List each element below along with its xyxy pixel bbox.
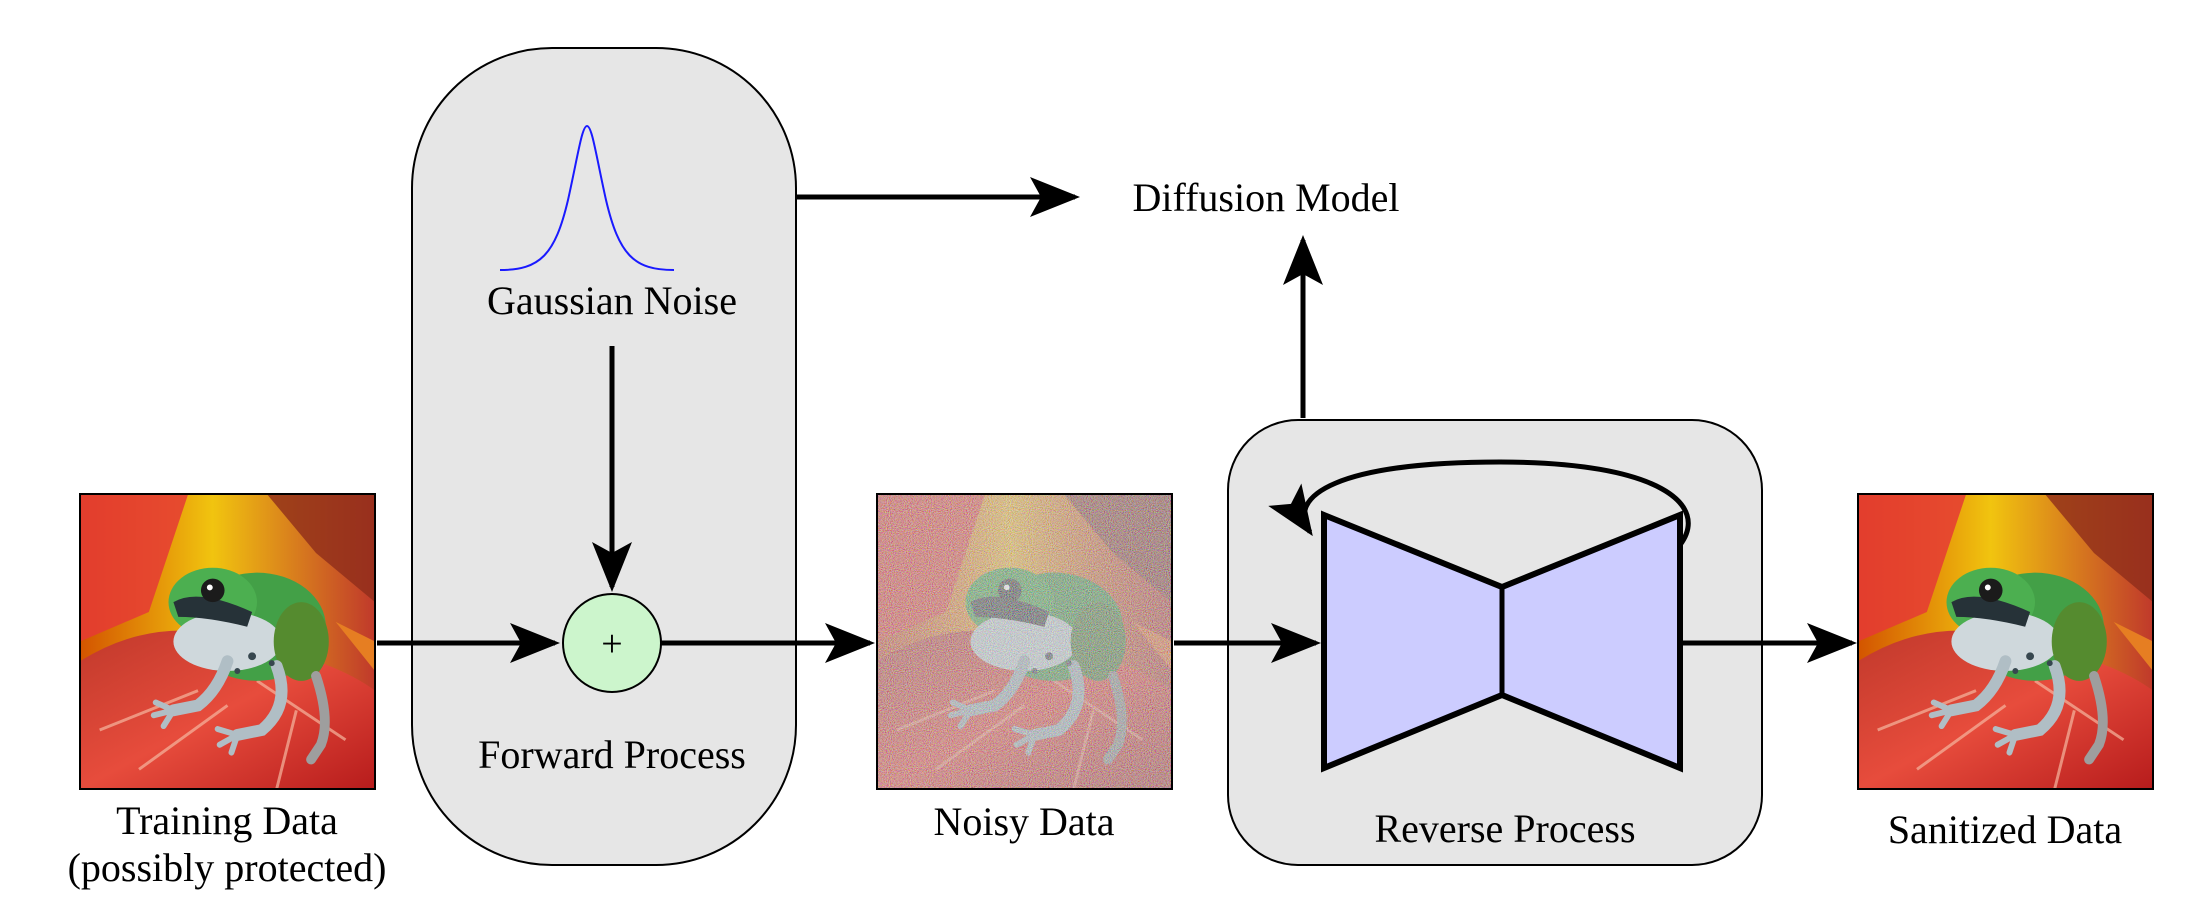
adder-plus-icon: + bbox=[601, 623, 622, 665]
diffusion-model-label: Diffusion Model bbox=[1132, 175, 1399, 220]
noisy-data-image bbox=[876, 493, 1173, 790]
gaussian-curve-icon bbox=[499, 124, 675, 271]
forward-process-box bbox=[411, 47, 797, 866]
noisy-data-label: Noisy Data bbox=[933, 799, 1114, 844]
forward-process-label: Forward Process bbox=[478, 732, 746, 777]
iteration-loop-arrow bbox=[1268, 459, 1691, 547]
training-data-image bbox=[79, 493, 376, 790]
gaussian-noise-label: Gaussian Noise bbox=[487, 278, 737, 323]
reverse-process-label: Reverse Process bbox=[1374, 806, 1635, 851]
sanitized-data-image bbox=[1857, 493, 2154, 790]
sanitized-data-label: Sanitized Data bbox=[1888, 807, 2123, 852]
training-data-sublabel: (possibly protected) bbox=[68, 845, 387, 890]
training-data-label: Training Data bbox=[116, 798, 338, 843]
